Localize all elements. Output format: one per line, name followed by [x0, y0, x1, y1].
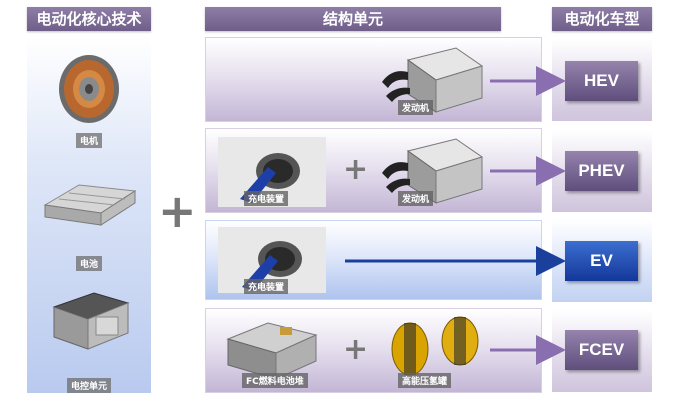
- big-plus-sign: +: [158, 184, 197, 238]
- row-fcev-plus-sign: +: [343, 332, 369, 367]
- controller-label: 电控单元: [66, 378, 111, 393]
- row-hev: 发动机: [205, 37, 542, 122]
- row-ev-unit-1-label: 充电装置: [244, 279, 289, 294]
- core-tech-panel: 电机 电池 电控单元: [27, 37, 151, 393]
- engine-icon: [382, 138, 484, 204]
- motor-icon: [59, 55, 119, 123]
- motor-component: 电机: [27, 49, 151, 148]
- ev-type-badge: EV: [565, 241, 638, 281]
- row-phev-unit-2-label: 发动机: [398, 191, 434, 206]
- battery-label: 电池: [75, 256, 102, 271]
- row-phev-plus-sign: +: [343, 152, 369, 187]
- row-phev-unit-1-label: 充电装置: [244, 191, 289, 206]
- header-structural-units: 结构单元: [205, 7, 501, 31]
- battery-pack-icon: [43, 184, 137, 226]
- row-fcev-unit-1-label: FC燃料电池堆: [242, 373, 308, 388]
- row-fcev: FC燃料电池堆 + 高能压氢罐: [205, 308, 542, 393]
- row-phev: 充电装置 + 发动机: [205, 128, 542, 213]
- row-hev-unit-1-label: 发动机: [398, 100, 434, 115]
- hev-type-badge: HEV: [565, 61, 638, 101]
- controller-unit-icon: [52, 292, 130, 350]
- fuel-cell-stack-icon: [226, 322, 318, 380]
- header-core-tech: 电动化核心技术: [27, 7, 151, 31]
- engine-icon: [382, 47, 484, 113]
- header-vehicle-types: 电动化车型: [552, 7, 652, 31]
- row-fcev-unit-2-label: 高能压氢罐: [398, 373, 452, 388]
- hydrogen-tank-icon: [391, 316, 479, 376]
- motor-label: 电机: [75, 133, 102, 148]
- controller-component: 电控单元: [27, 287, 151, 393]
- fcev-type-badge: FCEV: [565, 330, 638, 370]
- battery-component: 电池: [27, 177, 151, 271]
- phev-type-badge: PHEV: [565, 151, 638, 191]
